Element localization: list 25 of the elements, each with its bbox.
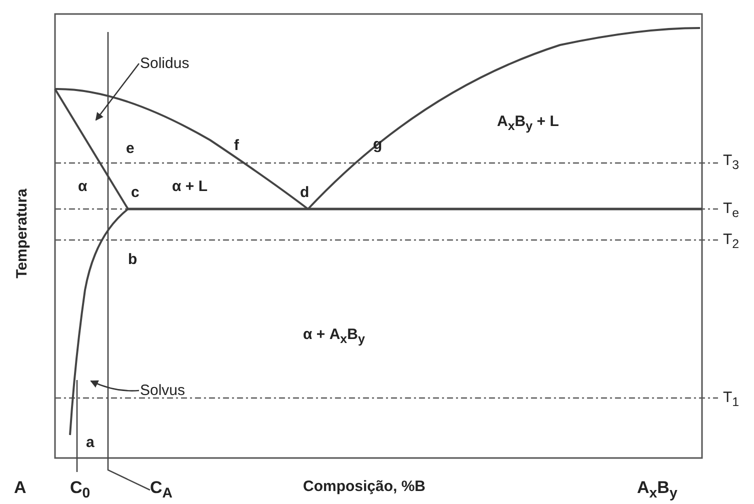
temperature-label: T$_{1}$ [723,389,740,411]
axis-end-label: A [14,479,26,496]
region-label: A$_{x}$B$_{y}$ + L [497,113,559,135]
axis-title: Temperatura [13,188,30,278]
leader-line [90,380,140,392]
point-label: b [128,251,138,268]
axis-title: Composição, %B [303,478,426,495]
temperature-label: T$_{2}$ [723,231,740,253]
axis-end-label: A$_{x}$B$_{y}$ [637,479,678,502]
solvus-curve [69,208,129,436]
region-label: α + L [172,178,208,195]
curve-label: Solidus [140,55,190,72]
point-label: f [234,137,239,154]
point-label: e [126,140,134,157]
leader-line [95,63,140,121]
region-label: α + A$_{x}$B$_{y}$ [303,326,365,348]
composition-label: C$_{A}$ [150,479,173,502]
point-label: d [300,184,310,201]
point-label: c [131,184,140,201]
composition-label: C$_{0}$ [70,479,90,502]
temperature-label: T$_{3}$ [723,152,740,174]
point-label: a [86,434,94,451]
curve-label: Solvus [140,382,186,399]
temperature-label: T$_{e}$ [723,200,740,222]
region-label: α [78,178,88,195]
